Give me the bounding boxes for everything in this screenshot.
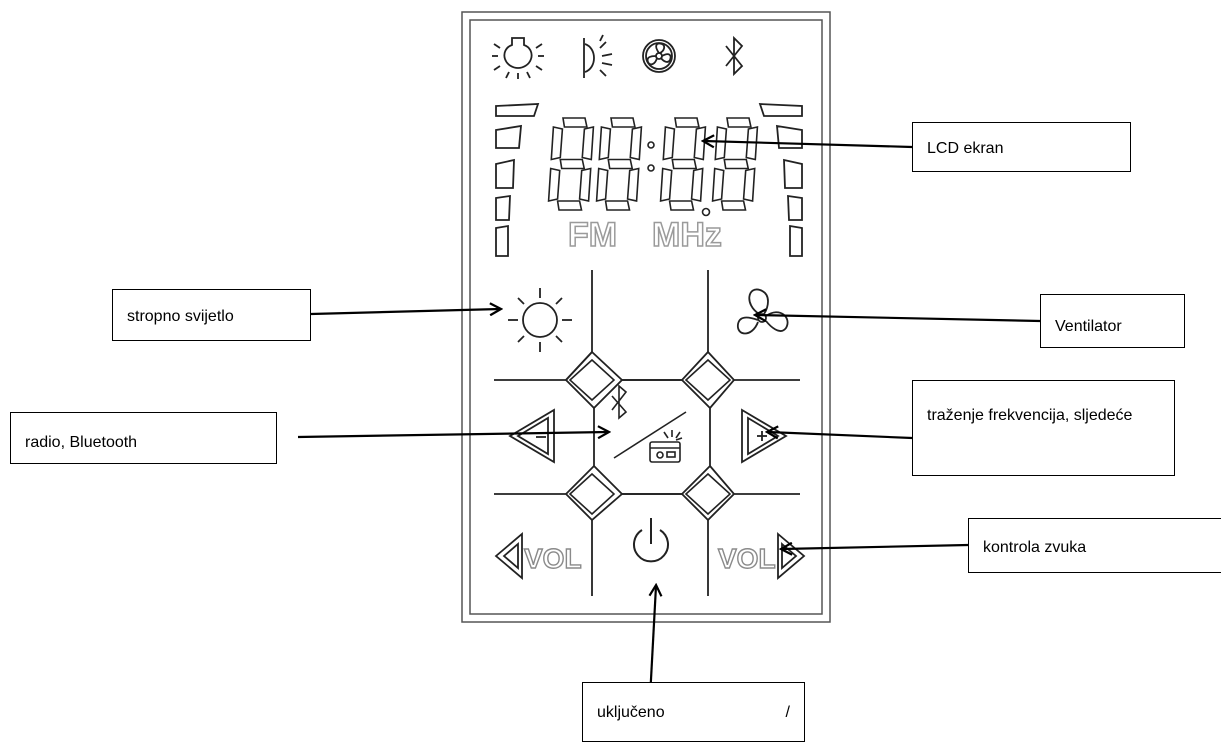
power-arrow bbox=[650, 586, 656, 699]
lcd-segment bbox=[562, 117, 588, 128]
button-diamonds bbox=[568, 358, 732, 516]
lcd-decimal-point bbox=[701, 207, 711, 217]
right-level-bars bbox=[758, 103, 803, 257]
callout-power-text: uključeno / bbox=[597, 704, 790, 721]
lcd-segment bbox=[550, 126, 564, 161]
callout-power: uključeno / bbox=[582, 682, 805, 742]
lcd-segment bbox=[711, 167, 725, 203]
lcd-mhz-label: MHz bbox=[652, 216, 722, 254]
lcd-colon bbox=[647, 141, 655, 172]
lcd-segment bbox=[723, 158, 750, 170]
lcd-segment bbox=[559, 158, 586, 170]
callout-seek: traženje frekvencija, sljedeće bbox=[912, 380, 1175, 476]
lcd-segment bbox=[595, 167, 609, 203]
lcd-segment bbox=[671, 158, 698, 170]
lcd-segment bbox=[607, 158, 634, 170]
lcd-segment bbox=[556, 200, 583, 211]
callout-fan: Ventilator bbox=[1040, 294, 1185, 348]
bluetooth-icon bbox=[725, 35, 744, 77]
lcd-segment bbox=[598, 126, 612, 161]
panel-frame bbox=[461, 11, 831, 623]
callout-volume-text: kontrola zvuka bbox=[983, 539, 1087, 556]
lcd-segment bbox=[720, 200, 747, 211]
reading-light-icon bbox=[583, 34, 613, 78]
lcd-segment bbox=[610, 117, 636, 128]
volume-down-label: VOL bbox=[524, 543, 582, 574]
lcd-segment bbox=[690, 167, 704, 202]
ceiling-light-arrow bbox=[310, 309, 500, 314]
prev-seek-button[interactable] bbox=[508, 408, 555, 464]
lcd-digits bbox=[547, 117, 759, 211]
lcd-segment bbox=[742, 167, 756, 202]
lcd-segment bbox=[668, 200, 695, 211]
lcd-segment bbox=[581, 125, 595, 161]
lcd-segment bbox=[626, 167, 640, 202]
seek-arrow bbox=[768, 432, 913, 438]
lcd-segment bbox=[693, 125, 707, 161]
callout-fan-text: Ventilator bbox=[1055, 318, 1122, 335]
lcd-arrow bbox=[704, 141, 913, 147]
radio-bluetooth-arrow bbox=[297, 432, 608, 437]
lcd-segment bbox=[714, 126, 728, 161]
callout-radio-bluetooth: radio, Bluetooth bbox=[10, 412, 277, 464]
callout-lcd-text: LCD ekran bbox=[927, 140, 1004, 157]
mode-radio-bluetooth-button[interactable] bbox=[611, 384, 687, 463]
callout-ceiling-light-text: stropno svijetlo bbox=[127, 308, 234, 325]
lcd-segment bbox=[674, 117, 700, 128]
callout-arrows bbox=[297, 141, 1041, 699]
lcd-segment bbox=[629, 125, 643, 161]
lcd-segment bbox=[662, 126, 676, 161]
volume-up-label: VOL bbox=[718, 543, 776, 574]
callout-seek-text: traženje frekvencija, sljedeće bbox=[927, 407, 1133, 424]
fan-icon bbox=[642, 39, 676, 73]
lcd-segment bbox=[578, 167, 592, 202]
callout-lcd-screen: LCD ekran bbox=[912, 122, 1131, 172]
fan-arrow bbox=[756, 315, 1041, 321]
lcd-segment bbox=[659, 167, 673, 203]
lcd-segment bbox=[547, 167, 561, 203]
button-grid bbox=[494, 270, 800, 596]
mode-radio-icon bbox=[649, 430, 683, 463]
lcd-fm-label: FM bbox=[568, 216, 617, 254]
mode-bluetooth-icon bbox=[611, 384, 628, 420]
volume-down-button[interactable] bbox=[494, 532, 523, 580]
lcd-segment bbox=[745, 125, 759, 161]
callout-radio-bluetooth-text: radio, Bluetooth bbox=[25, 434, 138, 451]
next-seek-button[interactable] bbox=[741, 408, 788, 464]
ceiling-light-button[interactable] bbox=[508, 288, 572, 352]
fan-button[interactable] bbox=[737, 288, 789, 335]
left-level-bars bbox=[495, 103, 540, 257]
callout-ceiling-light: stropno svijetlo bbox=[112, 289, 311, 341]
callout-volume: kontrola zvuka bbox=[968, 518, 1221, 573]
lcd-segment bbox=[604, 200, 631, 211]
power-button[interactable] bbox=[633, 518, 669, 563]
ceiling-light-icon bbox=[492, 37, 544, 79]
lcd-segment bbox=[726, 117, 752, 128]
volume-up-button[interactable] bbox=[777, 532, 806, 580]
volume-arrow bbox=[782, 545, 969, 549]
